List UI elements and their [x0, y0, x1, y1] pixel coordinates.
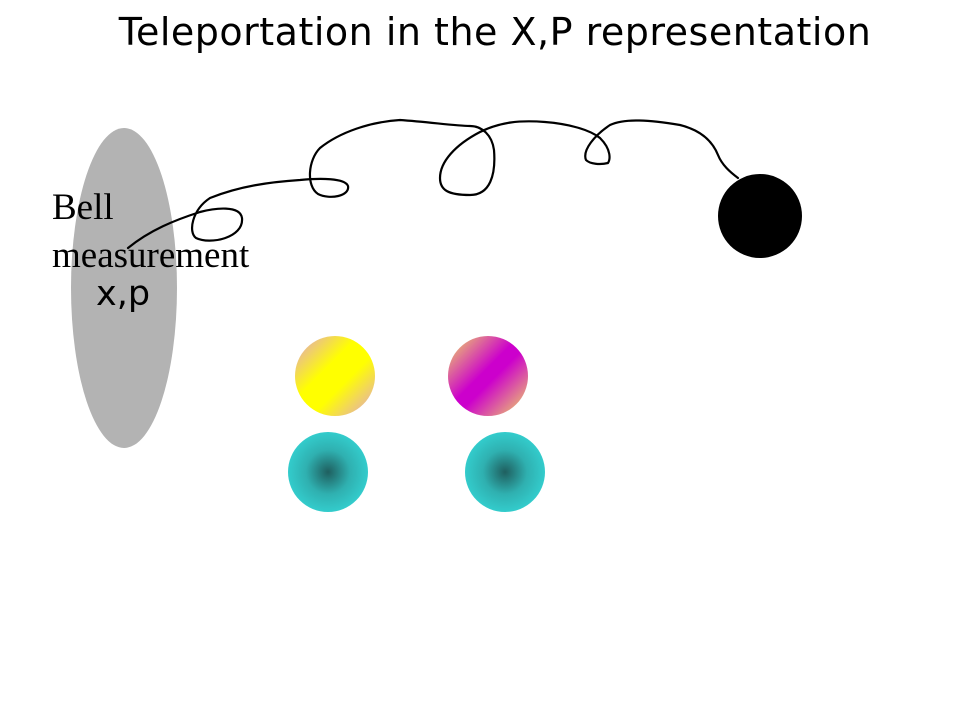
entanglement-curve — [126, 118, 740, 250]
bell-label-line1: Bell — [52, 187, 114, 228]
state-yellow — [295, 336, 375, 416]
bell-measurement-ellipse — [71, 128, 177, 448]
target-particle — [718, 174, 802, 258]
state-cyan-left — [288, 432, 368, 512]
state-magenta — [448, 336, 528, 416]
bell-label-line2: measurement — [52, 235, 250, 276]
bell-measurement-label: Bell measurement — [52, 184, 249, 280]
measured-variables-label: x,p — [96, 274, 151, 314]
state-cyan-right — [465, 432, 545, 512]
slide-title: Teleportation in the X,P representation — [118, 10, 872, 54]
